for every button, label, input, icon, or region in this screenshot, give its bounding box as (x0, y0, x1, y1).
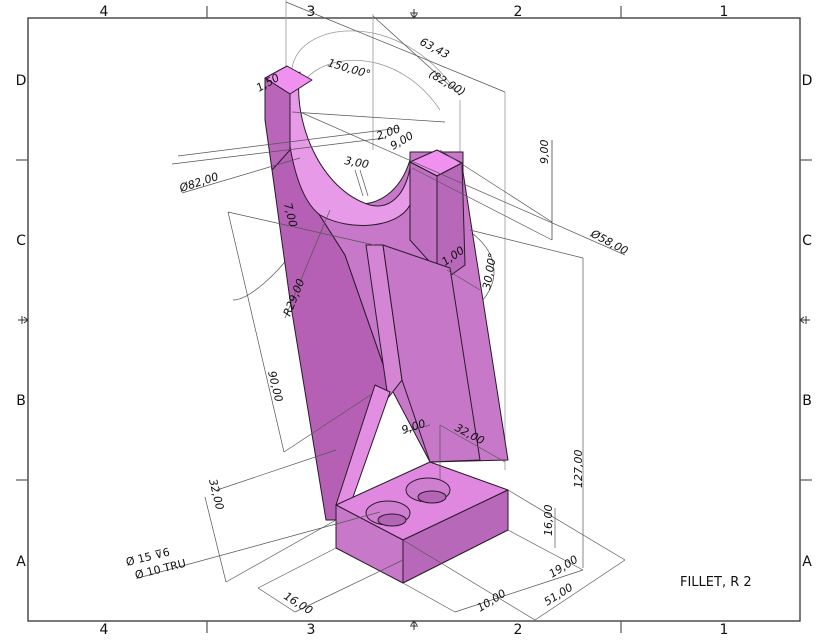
dim-3-00: 3,00 (343, 154, 369, 171)
zone-row-right-d: D (802, 73, 813, 89)
zone-row-left-d: D (16, 73, 27, 89)
dim-82-ref: (82,00) (427, 67, 468, 98)
center-mark-left-icon (18, 316, 29, 324)
dim-7-00: 7,00 (281, 202, 300, 229)
zone-col-top-2: 2 (514, 4, 523, 20)
dim-10-00: 10,00 (475, 587, 509, 615)
center-mark-right-icon (799, 316, 810, 324)
zone-col-bottom-2: 2 (514, 622, 523, 638)
counterbore-hole-1 (365, 500, 411, 527)
dim-30-angle: 30,00° (480, 252, 499, 291)
dim-dia-82: Ø82,00 (177, 170, 220, 195)
part-rib-inner (382, 244, 481, 463)
dim-63-43: 63,43 (418, 35, 452, 61)
zone-col-bottom-3: 3 (307, 622, 316, 638)
dim-90-00: 90,00 (265, 370, 285, 404)
zone-col-top-1: 1 (720, 4, 729, 20)
zone-row-left-c: C (16, 233, 26, 249)
hole-callout: Ø 15 ⊽6 Ø 10 TRU (125, 545, 188, 581)
dim-16-00-base: 16,00 (281, 590, 315, 618)
zone-col-bottom-1: 1 (720, 622, 729, 638)
dim-9-00-vertical: 9,00 (538, 140, 551, 165)
dimension-lines (137, 1, 626, 621)
zone-row-right-b: B (802, 393, 812, 409)
part-left-post-side (264, 77, 291, 171)
dim-32-00-base: 32,00 (206, 478, 226, 512)
dim-127-00: 127,00 (572, 450, 585, 489)
zone-row-right-c: C (802, 233, 812, 249)
zone-col-top-4: 4 (100, 4, 109, 20)
zone-col-bottom-4: 4 (100, 622, 109, 638)
zone-row-right-a: A (802, 554, 812, 570)
fillet-note: FILLET, R 2 (680, 575, 752, 590)
center-mark-top-icon (410, 9, 418, 19)
counterbore-hole-2 (405, 477, 451, 504)
zone-row-left-b: B (16, 393, 26, 409)
zone-row-left-a: A (16, 554, 26, 570)
dim-dia-58: Ø58,00 (588, 227, 630, 258)
dim-16-00-vertical: 16,00 (542, 505, 555, 537)
center-mark-bottom-icon (410, 620, 418, 630)
bracket-part (264, 65, 509, 584)
drawing-frame (16, 6, 812, 633)
